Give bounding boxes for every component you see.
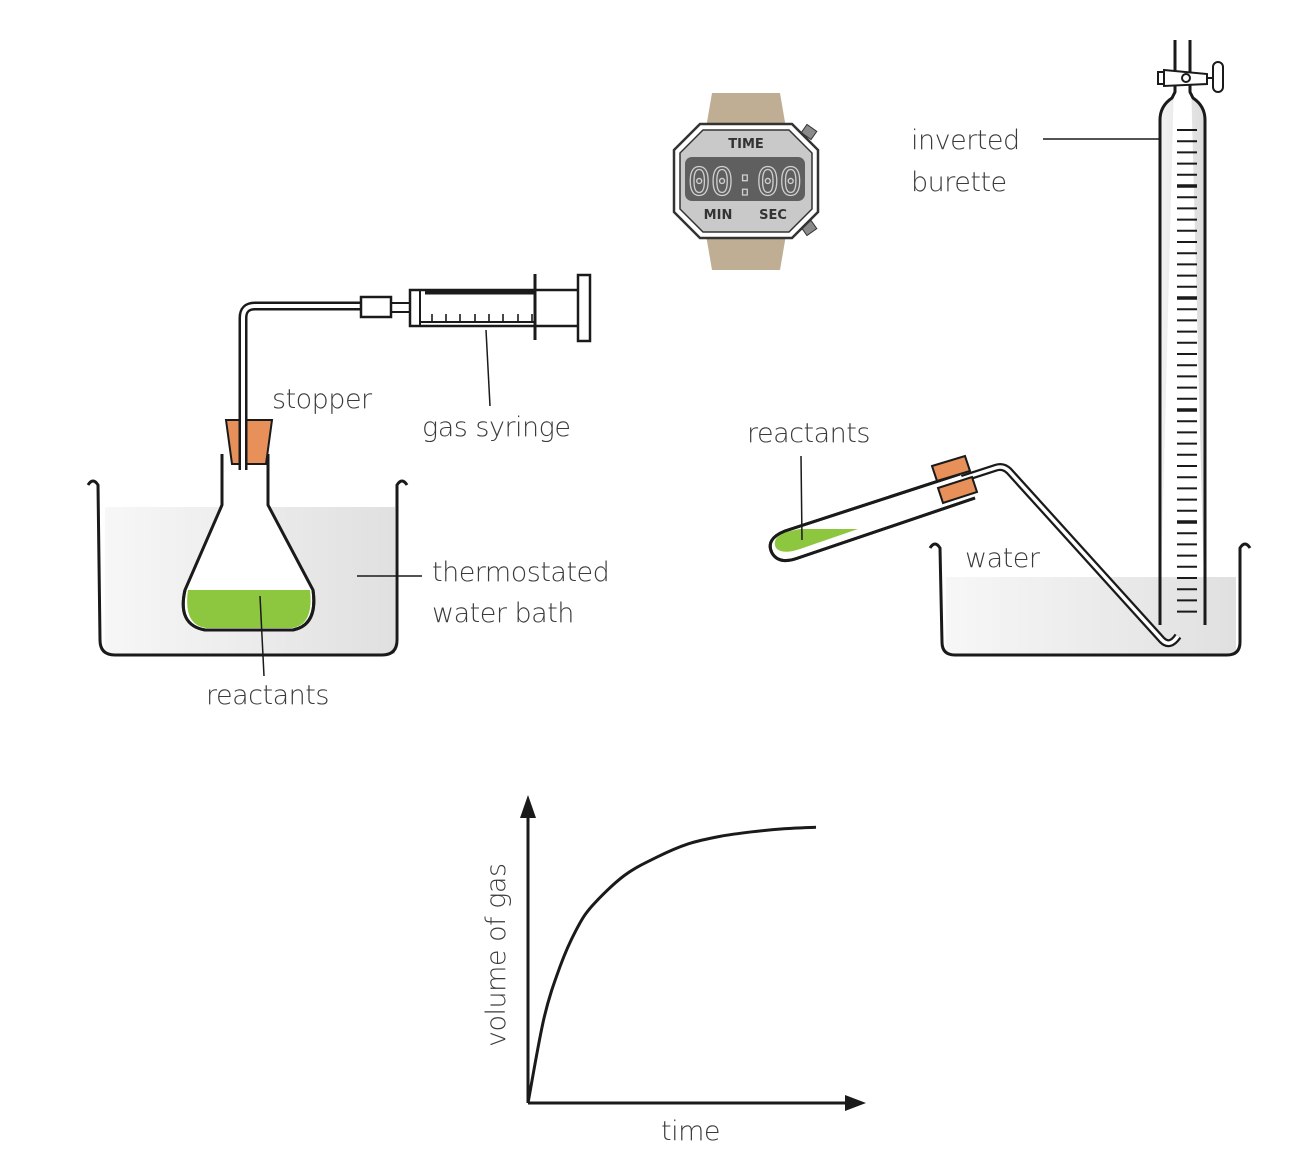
- stopper-right-bottom: [936, 475, 979, 505]
- watch-strap-top: [706, 93, 786, 128]
- delivery-tube-left: [238, 301, 362, 470]
- label-water-bath: water bath: [432, 598, 574, 629]
- test-tube-reactants: [774, 529, 858, 552]
- y-axis-arrow: [520, 795, 536, 818]
- leader-gas-syringe: [485, 329, 491, 407]
- burette-tap: [1157, 61, 1224, 93]
- y-axis-label: volume of gas: [481, 863, 512, 1047]
- label-reactants-flask: reactants: [206, 680, 329, 711]
- inverted-burette: [1157, 40, 1224, 625]
- x-axis-label: time: [661, 1116, 720, 1147]
- syringe-barrel: [408, 288, 582, 328]
- label-thermostated: thermostated: [432, 557, 609, 588]
- leader-reactants-flask: [259, 595, 265, 677]
- syringe-connector: [359, 295, 393, 319]
- syringe-plunger-handle: [576, 273, 592, 343]
- label-reactants-tube: reactants: [747, 418, 870, 449]
- stopwatch: TIME 00:00 MIN SEC: [672, 93, 820, 270]
- volume-time-graph: time volume of gas: [481, 795, 866, 1147]
- beaker-outline: [86, 479, 409, 657]
- label-water: water: [965, 543, 1041, 574]
- series-volume-of-gas: [526, 825, 817, 1104]
- watch-display: 00:00: [688, 160, 802, 204]
- conical-flask: [181, 454, 316, 632]
- watch-label-sec: SEC: [759, 208, 787, 223]
- stopper-left: [224, 419, 274, 465]
- label-inverted: inverted: [911, 125, 1020, 156]
- trough-outline: [928, 542, 1252, 657]
- test-tube: [768, 454, 979, 563]
- label-gas-syringe: gas syringe: [422, 412, 570, 443]
- watch-strap-bottom: [706, 235, 786, 270]
- burette-graduations: [1177, 129, 1197, 613]
- watch-label-min: MIN: [704, 208, 733, 223]
- syringe-graduations: [431, 314, 533, 322]
- gas-syringe: [359, 273, 592, 343]
- watch-button-top: [800, 123, 818, 141]
- delivery-tube-right: [916, 463, 1182, 648]
- reactants-liquid: [187, 590, 311, 628]
- watch-label-time: TIME: [728, 137, 764, 152]
- leader-reactants-tube: [800, 455, 803, 541]
- stopper-right-top: [930, 454, 972, 483]
- label-stopper: stopper: [272, 384, 373, 415]
- watch-screen: [685, 157, 805, 201]
- x-axis-arrow: [845, 1095, 866, 1111]
- label-burette: burette: [911, 167, 1007, 198]
